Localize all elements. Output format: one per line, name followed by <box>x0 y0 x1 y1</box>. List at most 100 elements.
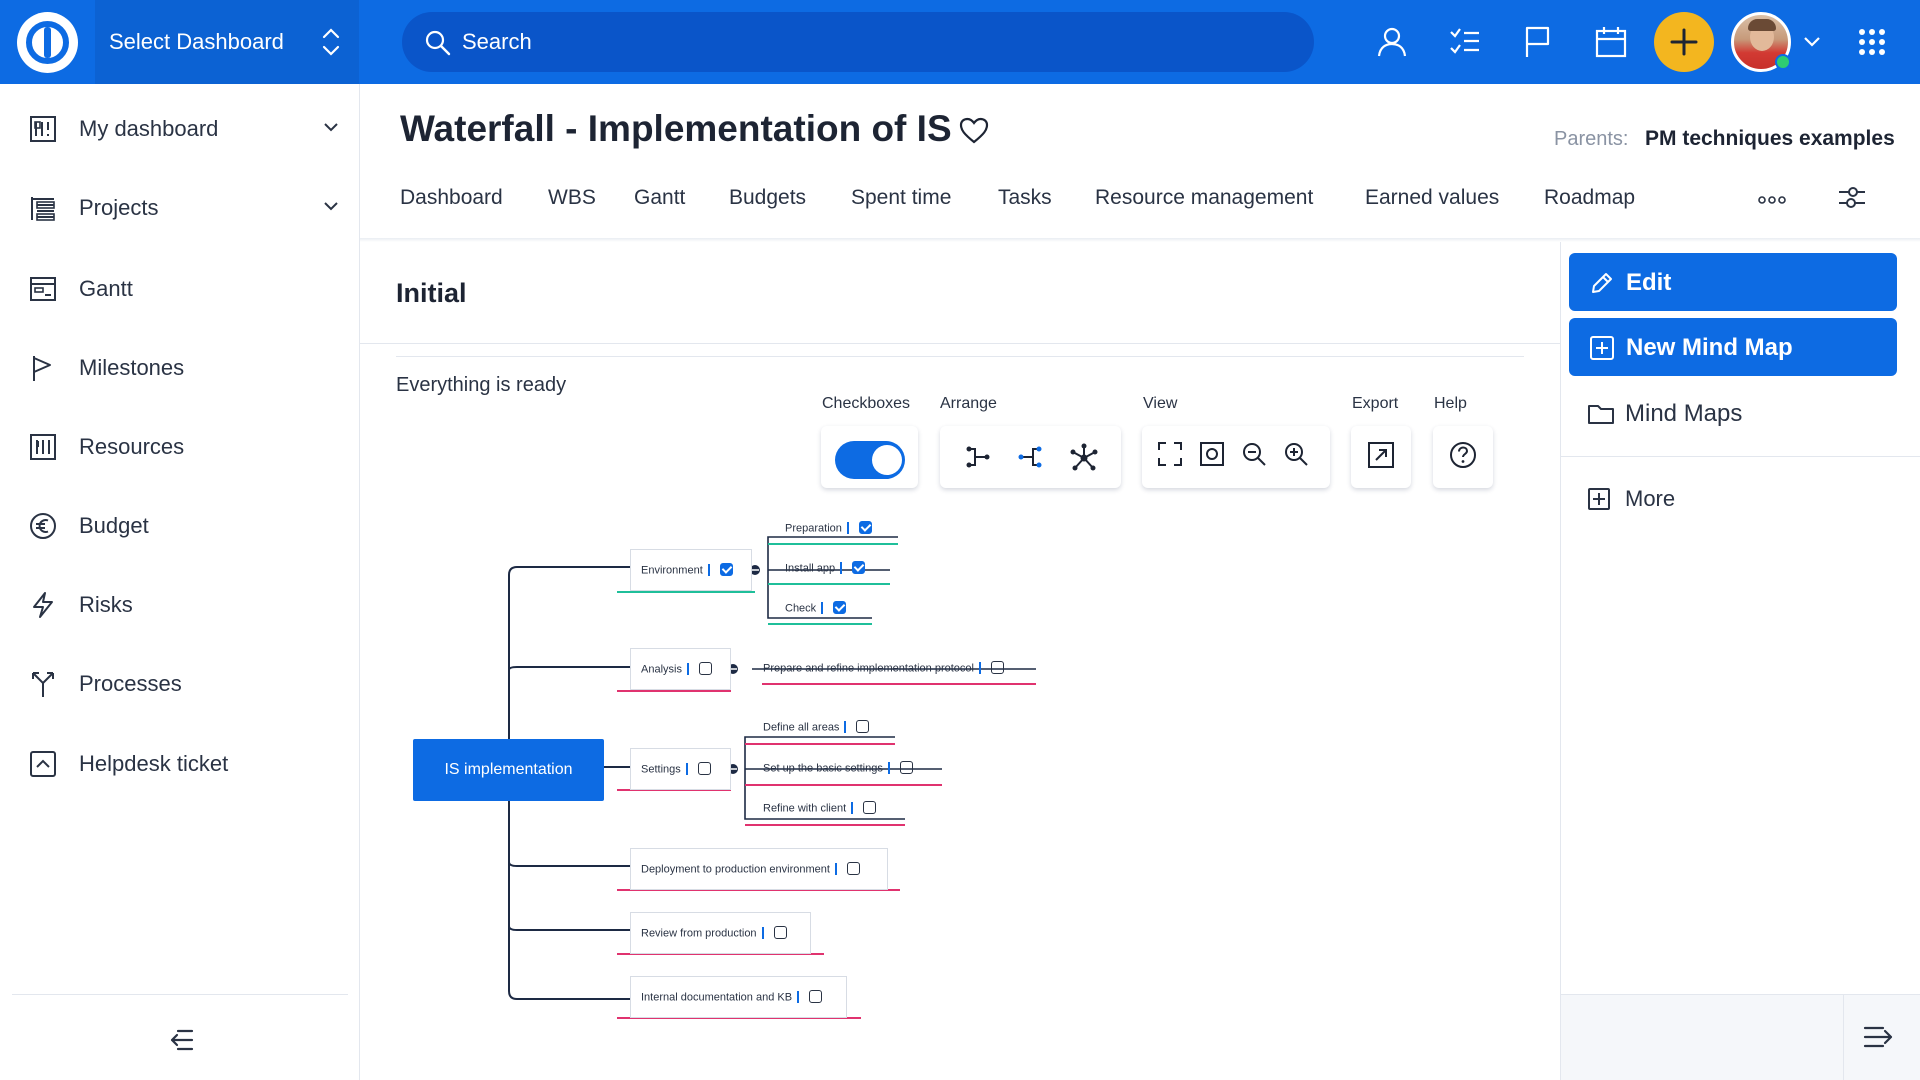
sidebar-item-processes[interactable]: Processes <box>0 653 360 713</box>
lightning-icon <box>33 592 53 618</box>
zoom-out-icon[interactable] <box>1240 440 1268 468</box>
arrange-right-icon[interactable] <box>963 442 993 472</box>
tab-gantt[interactable]: Gantt <box>634 186 686 209</box>
apps-grid-icon[interactable] <box>1857 27 1887 57</box>
page-title: Waterfall - Implementation of IS <box>400 108 952 149</box>
mindmap-node-review[interactable]: Review from production <box>630 912 811 954</box>
sidebar-divider <box>12 994 348 995</box>
sidebar-item-helpdesk-ticket[interactable]: Helpdesk ticket <box>0 733 360 793</box>
tab-roadmap[interactable]: Roadmap <box>1544 186 1636 209</box>
tab-wbs[interactable]: WBS <box>548 186 596 209</box>
sidebar-item-my-dashboard[interactable]: My dashboard <box>0 98 360 158</box>
node-checkbox[interactable] <box>809 990 823 1003</box>
mindmap-node-settings[interactable]: Settings <box>630 748 731 790</box>
node-checkbox[interactable] <box>990 661 1004 674</box>
node-checkbox[interactable] <box>773 926 787 939</box>
calendar-icon[interactable] <box>1593 24 1629 60</box>
content-divider <box>396 356 1524 357</box>
projects-icon <box>31 197 55 221</box>
mindmap-leaf-implementation-protocol[interactable]: Prepare and refine implementation protoc… <box>763 661 1004 675</box>
ticket-icon <box>30 751 56 777</box>
sidebar-item-gantt[interactable]: Gantt <box>0 258 360 318</box>
tab-spent-time[interactable]: Spent time <box>851 186 952 209</box>
tab-tasks[interactable]: Tasks <box>998 186 1052 209</box>
node-checkbox[interactable] <box>719 563 733 576</box>
arrange-left-icon[interactable] <box>1015 442 1045 472</box>
zoom-in-icon[interactable] <box>1282 440 1310 468</box>
tab-dashboard[interactable]: Dashboard <box>400 186 503 209</box>
dashboard-icon <box>30 116 56 142</box>
node-checkbox[interactable] <box>698 662 712 675</box>
panel-divider <box>1561 456 1920 457</box>
settings-sliders-icon[interactable] <box>1837 182 1867 212</box>
tab-resource-management[interactable]: Resource management <box>1095 186 1314 209</box>
search-bar[interactable] <box>402 12 1314 72</box>
node-checkbox[interactable] <box>856 720 870 733</box>
mindmap-leaf-define-areas[interactable]: Define all areas <box>763 720 870 734</box>
tasks-icon[interactable] <box>1447 24 1483 60</box>
search-icon <box>425 30 451 56</box>
resources-icon <box>30 434 56 460</box>
pencil-icon <box>1592 273 1612 293</box>
center-view-icon[interactable] <box>1198 440 1226 468</box>
search-input[interactable] <box>462 26 1282 58</box>
sidebar-item-resources[interactable]: Resources <box>0 416 360 476</box>
export-toolbar <box>1351 426 1411 488</box>
mindmap-node-documentation[interactable]: Internal documentation and KB <box>630 976 847 1018</box>
expand-panel-icon[interactable] <box>1861 1021 1897 1053</box>
collapse-sidebar-icon[interactable] <box>160 1020 200 1060</box>
mindmap-leaf-basic-settings[interactable]: Set up the basic settings <box>763 761 913 775</box>
sidebar-nav: My dashboard Projects Gantt Milestones R… <box>0 84 360 1080</box>
chevron-down-icon[interactable] <box>1802 34 1822 50</box>
favorite-heart-icon[interactable] <box>958 116 990 146</box>
euro-icon <box>30 513 56 539</box>
process-icon <box>32 672 54 697</box>
sidebar-item-projects[interactable]: Projects <box>0 177 360 237</box>
fullscreen-icon[interactable] <box>1156 440 1184 468</box>
content-title: Initial <box>396 278 467 308</box>
node-checkbox[interactable] <box>697 762 711 775</box>
sidebar-item-label: Resources <box>79 434 185 459</box>
mindmap-node-deployment[interactable]: Deployment to production environment <box>630 848 888 890</box>
sidebar-item-budget[interactable]: Budget <box>0 495 360 555</box>
node-checkbox[interactable] <box>846 862 860 875</box>
parents-label: Parents: <box>1554 128 1629 150</box>
checkboxes-toggle[interactable] <box>835 441 905 479</box>
mindmap-node-analysis[interactable]: Analysis <box>630 648 731 690</box>
arrange-radial-icon[interactable] <box>1068 442 1100 474</box>
sidebar-item-milestones[interactable]: Milestones <box>0 337 360 397</box>
user-icon[interactable] <box>1374 24 1410 60</box>
create-button[interactable] <box>1654 12 1714 72</box>
app-logo[interactable] <box>17 12 78 73</box>
node-checkbox[interactable] <box>863 801 877 814</box>
panel-footer <box>1561 994 1920 1080</box>
tab-earned-values[interactable]: Earned values <box>1365 186 1500 209</box>
mindmap-node-environment[interactable]: Environment <box>630 549 752 591</box>
checkboxes-toolbar <box>821 426 918 488</box>
new-mind-map-button[interactable]: New Mind Map <box>1569 318 1897 376</box>
tab-budgets[interactable]: Budgets <box>729 186 807 209</box>
mindmap-leaf-refine-client[interactable]: Refine with client <box>763 801 877 815</box>
edit-button[interactable]: Edit <box>1569 253 1897 311</box>
mindmap-leaf-check[interactable]: Check <box>785 601 847 615</box>
node-checkbox[interactable] <box>833 601 847 614</box>
view-label: View <box>1143 395 1178 412</box>
mindmap-root-node[interactable]: IS implementation <box>413 739 604 801</box>
sidebar-item-risks[interactable]: Risks <box>0 574 360 634</box>
parents-link[interactable]: PM techniques examples <box>1645 127 1895 150</box>
node-checkbox[interactable] <box>858 521 872 534</box>
mindmap-leaf-preparation[interactable]: Preparation <box>785 521 872 535</box>
view-toolbar <box>1142 426 1330 488</box>
flag-icon[interactable] <box>1520 24 1556 60</box>
chevron-down-icon[interactable] <box>322 199 340 213</box>
chevron-down-icon[interactable] <box>322 120 340 134</box>
node-checkbox[interactable] <box>852 561 866 574</box>
more-options-icon[interactable] <box>1758 194 1786 206</box>
node-checkbox[interactable] <box>899 761 913 774</box>
mindmap-leaf-install-app[interactable]: Install app <box>785 561 866 575</box>
help-label: Help <box>1434 395 1467 412</box>
export-icon[interactable] <box>1366 440 1396 470</box>
help-icon[interactable] <box>1448 440 1478 470</box>
dashboard-select[interactable]: Select Dashboard <box>95 0 359 84</box>
dashboard-select-label: Select Dashboard <box>109 29 284 54</box>
